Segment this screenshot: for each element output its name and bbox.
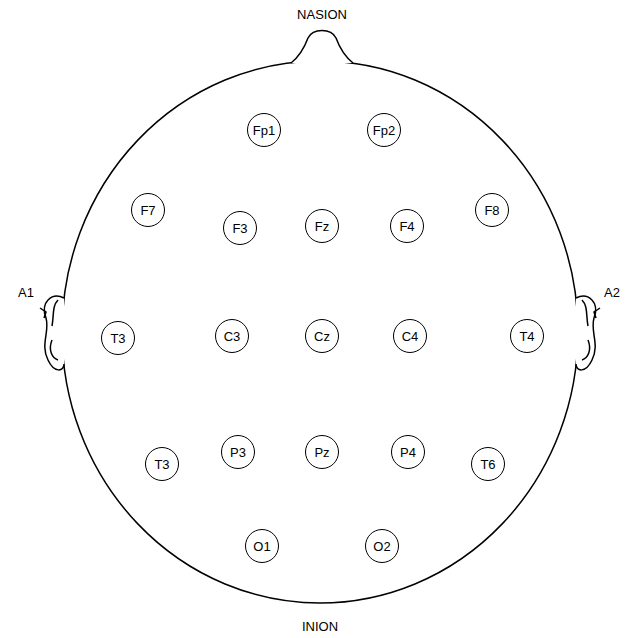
- electrode-label: O1: [253, 540, 270, 553]
- electrode-circle: O2: [365, 529, 399, 563]
- electrode-circle: F3: [223, 211, 257, 245]
- electrode-label: C3: [224, 330, 241, 343]
- left-ear-inner: [50, 300, 58, 360]
- electrode-circle: Fp2: [367, 113, 401, 147]
- ear-label: A1: [18, 286, 34, 299]
- right-ear-inner: [582, 300, 590, 360]
- electrode-label: O2: [373, 540, 390, 553]
- landmark-label: INION: [302, 620, 338, 633]
- electrode-circle: Cz: [305, 319, 339, 353]
- nose: [291, 31, 353, 64]
- electrode-circle: Fz: [305, 209, 339, 243]
- right-ear: [576, 296, 596, 370]
- electrode-label: Fz: [315, 220, 329, 233]
- electrode-circle: P4: [391, 435, 425, 469]
- electrode-label: T6: [480, 458, 495, 471]
- electrode-circle: O1: [245, 529, 279, 563]
- electrode-circle: F4: [390, 209, 424, 243]
- electrode-circle: Pz: [305, 435, 339, 469]
- right-ear-lobe: [594, 308, 600, 318]
- electrode-circle: C4: [393, 319, 427, 353]
- electrode-label: Fp2: [373, 124, 395, 137]
- left-ear: [44, 296, 64, 370]
- left-ear-lobe: [40, 308, 46, 318]
- electrode-label: T3: [154, 458, 169, 471]
- electrode-circle: T4: [510, 319, 544, 353]
- landmark-label: NASION: [297, 8, 347, 21]
- electrode-circle: F7: [131, 193, 165, 227]
- electrode-label: T4: [519, 330, 534, 343]
- head-circle: [62, 61, 578, 603]
- electrode-circle: T6: [471, 447, 505, 481]
- electrode-label: F3: [232, 222, 247, 235]
- electrode-label: C4: [402, 330, 419, 343]
- electrode-label: F8: [484, 204, 499, 217]
- electrode-label: P4: [400, 446, 416, 459]
- electrode-label: P3: [230, 446, 246, 459]
- electrode-circle: T3: [145, 447, 179, 481]
- electrode-circle: Fp1: [247, 113, 281, 147]
- electrode-circle: F8: [475, 193, 509, 227]
- ear-label: A2: [604, 286, 620, 299]
- electrode-label: T3: [110, 332, 125, 345]
- electrode-circle: C3: [215, 319, 249, 353]
- electrode-circle: T3: [101, 321, 135, 355]
- electrode-label: F4: [399, 220, 414, 233]
- electrode-label: Fp1: [253, 124, 275, 137]
- electrode-label: Pz: [314, 446, 329, 459]
- electrode-circle: P3: [221, 435, 255, 469]
- electrode-label: F7: [140, 204, 155, 217]
- electrode-label: Cz: [314, 330, 330, 343]
